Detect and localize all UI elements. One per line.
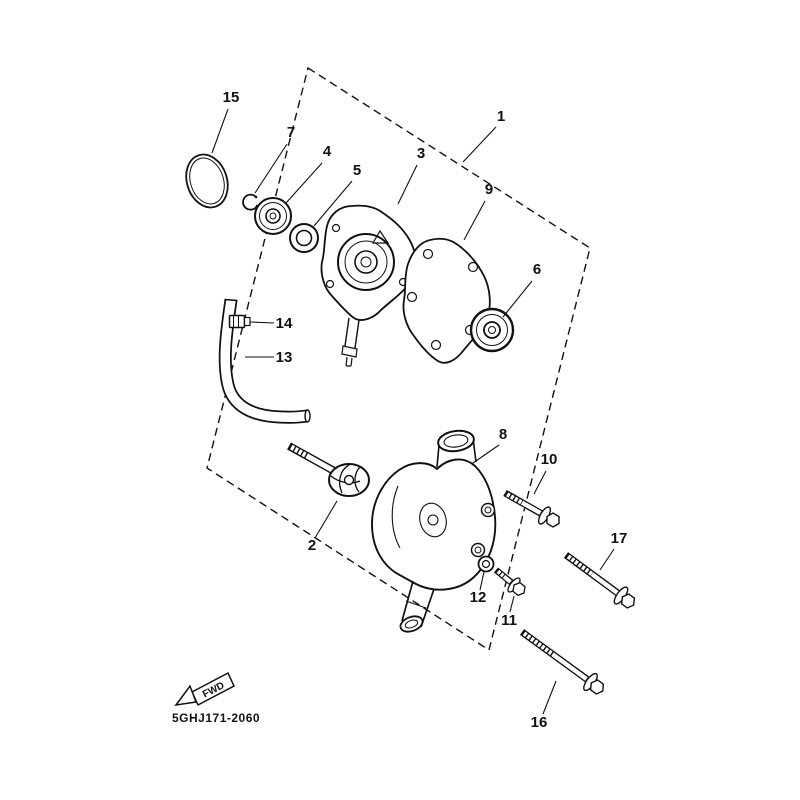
part-10-bolt — [503, 489, 560, 528]
part-label-8: 8 — [472, 426, 507, 464]
label-text-9: 9 — [485, 181, 493, 198]
part-label-14: 14 — [249, 315, 293, 332]
part-label-10: 10 — [533, 451, 558, 495]
part-label-6: 6 — [502, 261, 541, 318]
part-15-o-ring — [185, 153, 229, 209]
label-text-2: 2 — [308, 537, 316, 554]
part-label-12: 12 — [470, 571, 487, 606]
label-text-8: 8 — [499, 426, 507, 443]
label-text-13: 13 — [276, 349, 293, 366]
part-16-bolt — [519, 629, 605, 695]
label-text-11: 11 — [501, 612, 517, 629]
part-8-pump-housing — [371, 429, 497, 633]
label-text-7: 7 — [287, 124, 295, 141]
label-text-10: 10 — [541, 451, 558, 468]
part-17-bolt — [563, 552, 636, 609]
part-label-17: 17 — [599, 530, 628, 571]
part-9-gasket — [402, 237, 491, 364]
part-label-11: 11 — [501, 595, 517, 629]
part-label-1: 1 — [462, 108, 505, 163]
fwd-indicator: FWD — [174, 671, 235, 707]
part-label-7: 7 — [254, 124, 295, 194]
label-text-3: 3 — [417, 145, 425, 162]
label-text-15: 15 — [223, 89, 240, 106]
fwd-arrow-icon — [174, 684, 198, 707]
label-text-5: 5 — [353, 162, 361, 179]
part-14-hose-clamp — [228, 314, 251, 329]
part-2-impeller-shaft — [287, 442, 370, 497]
part-4-bearing — [254, 197, 292, 235]
part-label-3: 3 — [397, 145, 425, 205]
part-label-16: 16 — [531, 680, 557, 731]
part-7-circlip — [242, 193, 259, 211]
part-label-13: 13 — [245, 349, 292, 366]
part-label-4: 4 — [285, 143, 332, 204]
part-label-5: 5 — [313, 162, 361, 227]
label-text-6: 6 — [533, 261, 541, 278]
part-12-washer — [477, 555, 495, 573]
label-text-12: 12 — [470, 589, 487, 606]
label-text-1: 1 — [497, 108, 505, 125]
label-text-16: 16 — [531, 714, 548, 731]
part-11-bolt — [493, 567, 526, 597]
label-text-4: 4 — [323, 143, 332, 160]
part-6-oil-seal — [469, 307, 515, 353]
part-label-15: 15 — [211, 89, 240, 154]
part-13-hose — [218, 298, 311, 424]
part-3-pump-cover — [320, 204, 417, 367]
part-5-oil-seal — [289, 223, 319, 253]
label-text-17: 17 — [611, 530, 628, 547]
label-text-14: 14 — [276, 315, 293, 332]
part-label-9: 9 — [463, 181, 493, 241]
assembly-boundary — [206, 66, 591, 652]
part-label-2: 2 — [308, 500, 338, 554]
diagram-code: 5GHJ171-2060 — [172, 711, 260, 725]
